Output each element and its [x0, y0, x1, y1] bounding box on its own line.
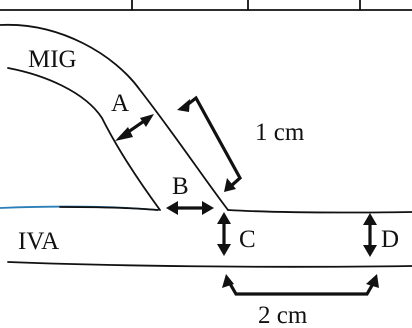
- label-mig: MIG: [28, 46, 77, 73]
- arrow-d: [363, 213, 377, 257]
- label-d: D: [381, 226, 399, 253]
- label-b: B: [172, 173, 189, 200]
- label-iva: IVA: [18, 228, 59, 255]
- top-border: [0, 0, 412, 11]
- graft-inner-wall: [7, 67, 161, 211]
- label-2cm: 2 cm: [258, 302, 308, 328]
- label-a: A: [111, 90, 129, 117]
- iva-upper-wall-right: [227, 209, 412, 214]
- arrow-c: [217, 212, 231, 256]
- label-c: C: [239, 226, 256, 253]
- arrow-2cm: [222, 274, 379, 296]
- arrow-a: [115, 114, 154, 141]
- graft-outer-wall: [0, 24, 229, 211]
- arrow-1cm: [177, 95, 243, 192]
- iva-upper-wall-left-ink: [59, 206, 159, 211]
- label-1cm: 1 cm: [255, 119, 305, 146]
- arrow-b: [166, 201, 214, 215]
- iva-lower-wall: [7, 261, 412, 268]
